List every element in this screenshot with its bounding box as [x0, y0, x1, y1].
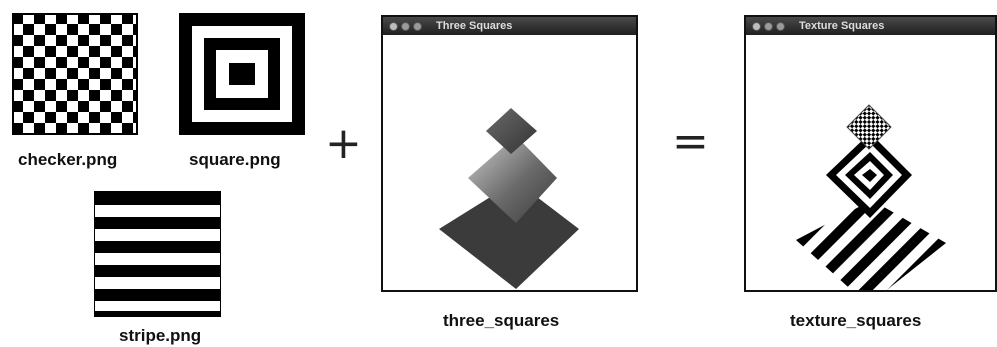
- three-squares-canvas: [383, 35, 636, 290]
- stripe-texture: [94, 191, 221, 317]
- checker-texture: [12, 13, 138, 135]
- three-squares-window[interactable]: Three Squares: [381, 15, 638, 292]
- texture-squares-window-title: Texture Squares: [799, 20, 884, 32]
- stripe-caption: stripe.png: [119, 326, 201, 346]
- three-squares-titlebar[interactable]: Three Squares: [383, 17, 636, 35]
- three-squares-caption: three_squares: [443, 311, 559, 331]
- minimize-window-button[interactable]: [401, 22, 410, 31]
- texture-squares-caption: texture_squares: [790, 311, 921, 331]
- square-texture: [179, 13, 305, 135]
- checkered-diamond: [847, 105, 891, 149]
- close-window-button[interactable]: [389, 22, 398, 31]
- close-window-button[interactable]: [752, 22, 761, 31]
- square-caption: square.png: [189, 150, 281, 170]
- three-squares-window-title: Three Squares: [436, 20, 512, 32]
- checker-caption: checker.png: [18, 150, 117, 170]
- equals-operator: =: [672, 120, 709, 164]
- maximize-window-button[interactable]: [776, 22, 785, 31]
- texture-squares-window[interactable]: Texture Squares: [744, 15, 997, 292]
- texture-squares-canvas: [746, 35, 995, 290]
- maximize-window-button[interactable]: [413, 22, 422, 31]
- plus-operator: +: [325, 122, 362, 166]
- texture-squares-titlebar[interactable]: Texture Squares: [746, 17, 995, 35]
- small-diamond: [486, 108, 537, 154]
- minimize-window-button[interactable]: [764, 22, 773, 31]
